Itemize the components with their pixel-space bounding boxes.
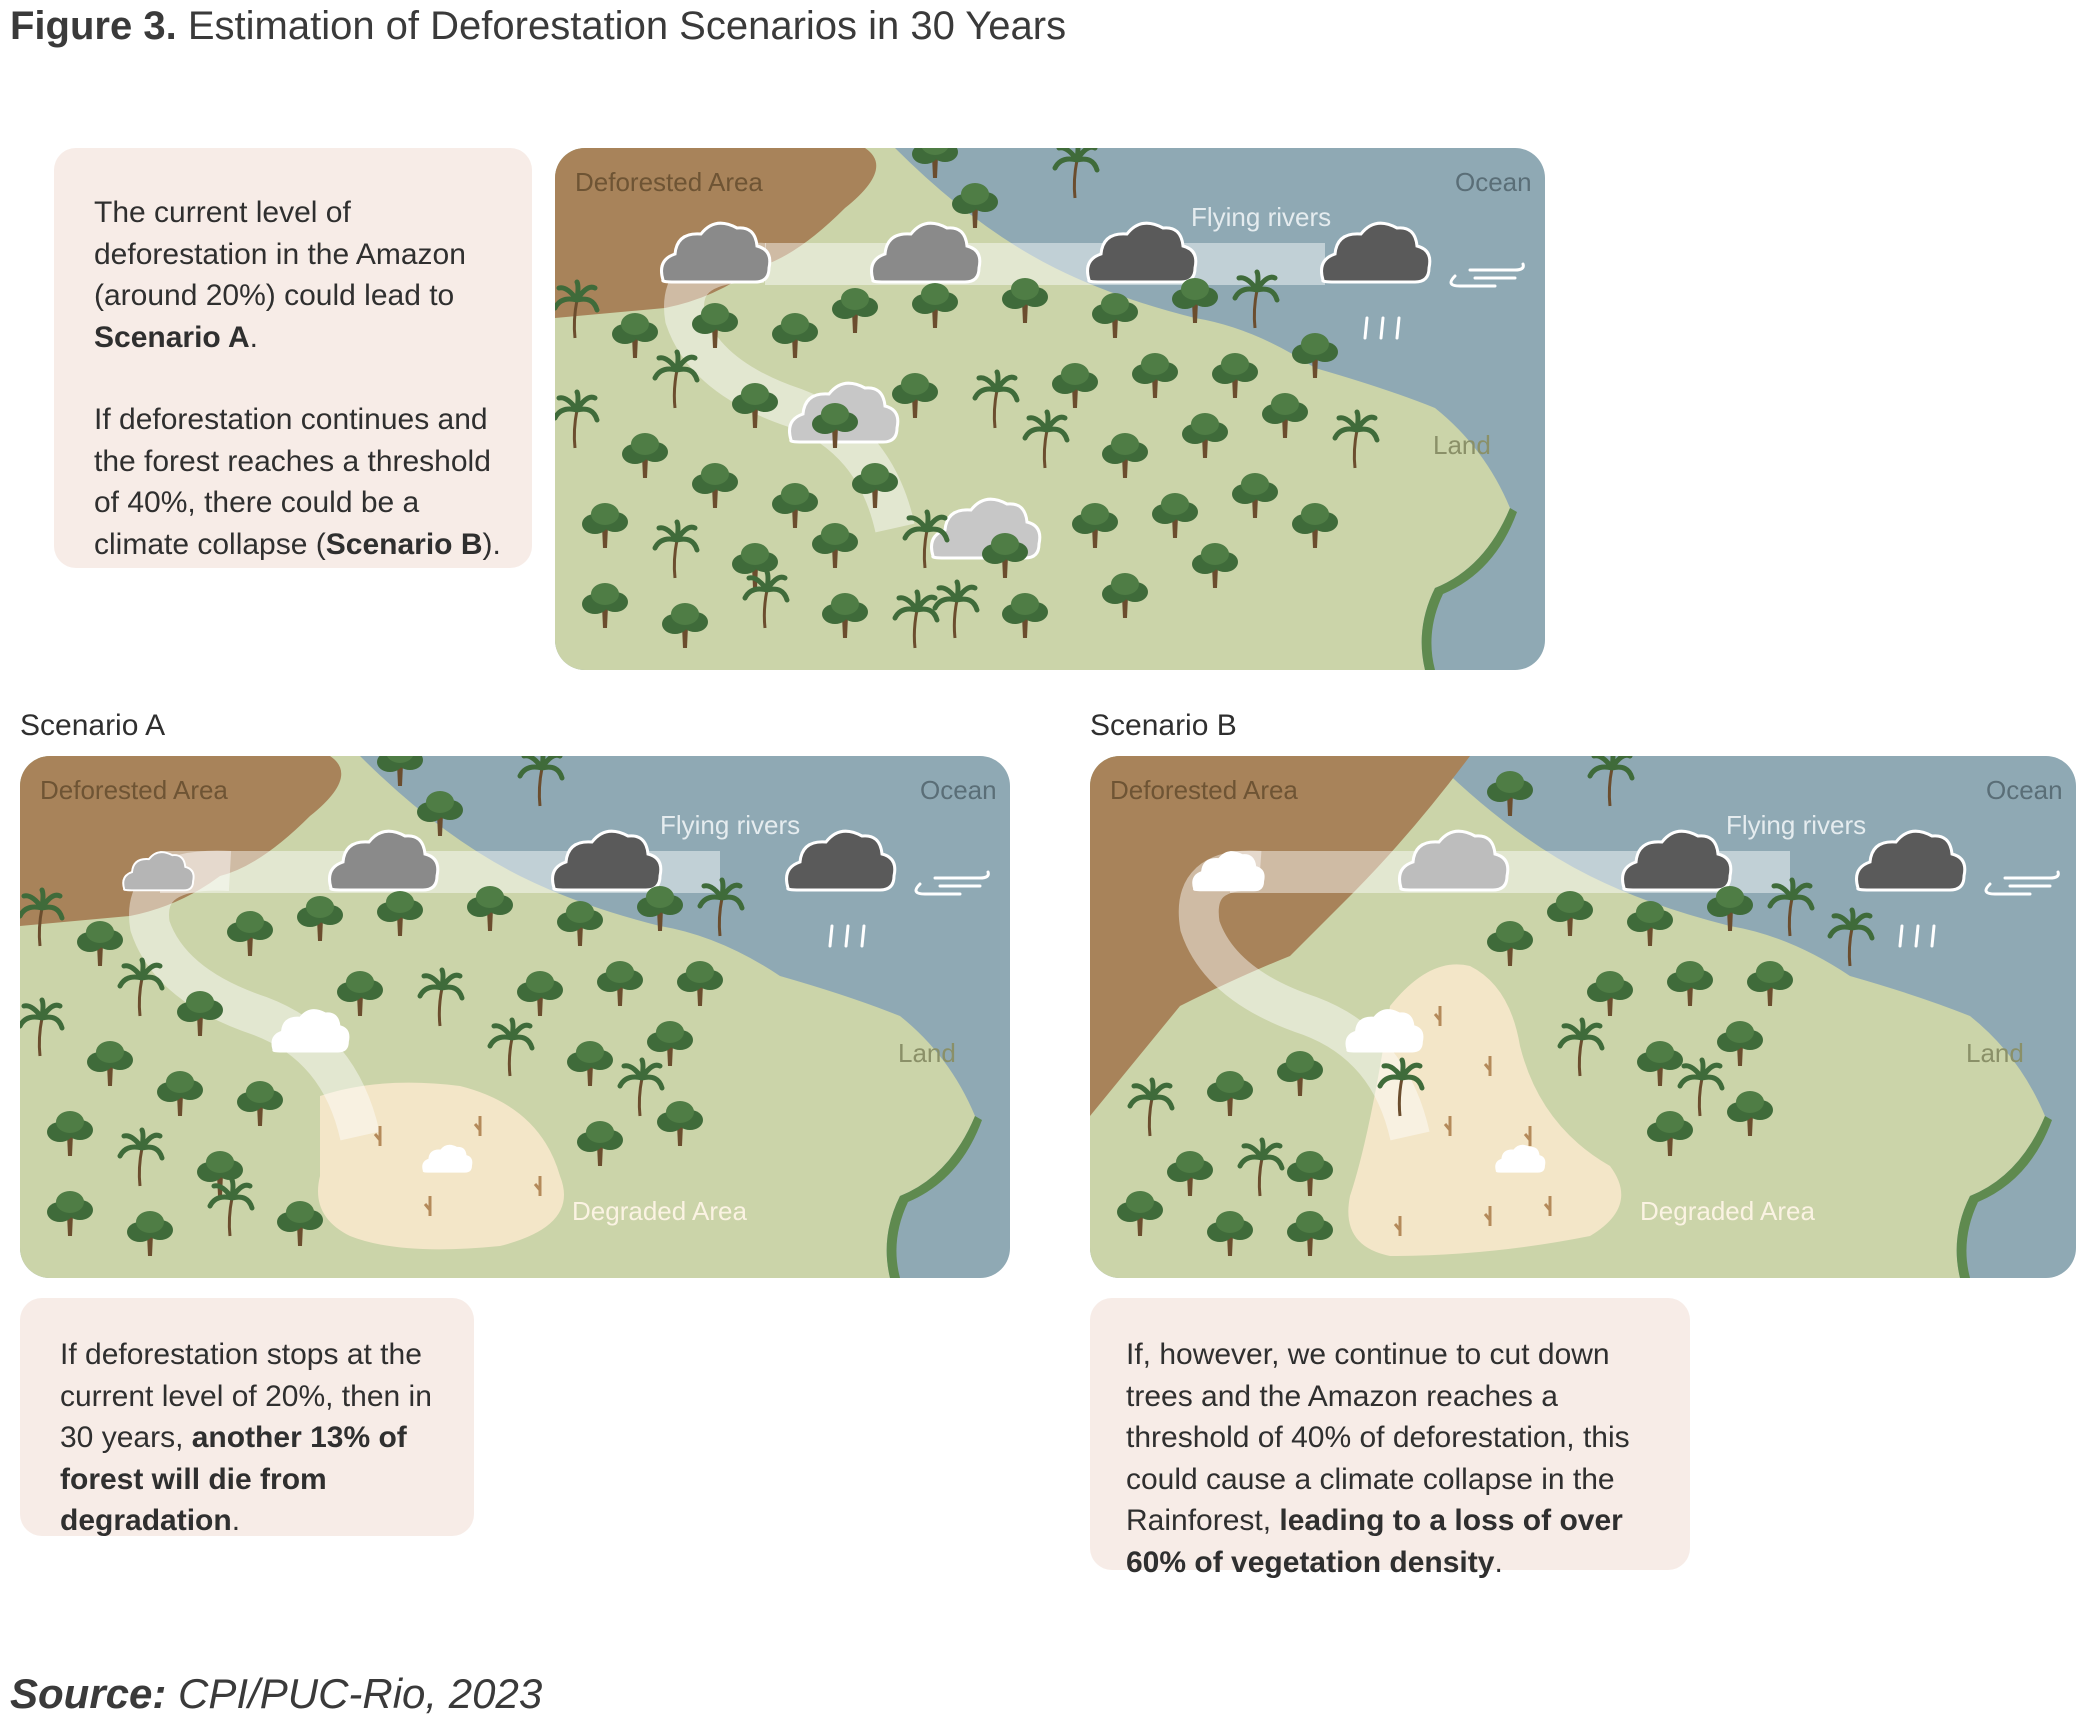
scenario-a-text: If deforestation stops at the current le… [60, 1338, 432, 1537]
scenario-a-map: Deforested Area Ocean Flying rivers Land… [20, 756, 1010, 1278]
scenario-b-label-degraded: Degraded Area [1640, 1196, 1815, 1226]
scenario-a-label-land: Land [898, 1038, 956, 1068]
scenario-b-map: Deforested Area Ocean Flying rivers Land… [1090, 756, 2076, 1278]
scenario-a-label-degraded: Degraded Area [572, 1196, 747, 1226]
source-text: CPI/PUC-Rio, 2023 [178, 1670, 543, 1717]
map-label-ocean: Ocean [1455, 167, 1532, 197]
figure-label: Figure 3. [10, 4, 177, 48]
scenario-b-label: Scenario B [1090, 709, 1237, 742]
scenario-b-label-land: Land [1966, 1038, 2024, 1068]
scenario-a-note: If deforestation stops at the current le… [20, 1298, 474, 1537]
scenario-b-map-svg: Deforested Area Ocean Flying rivers Land… [1090, 756, 2076, 1278]
intro-paragraph-2: If deforestation continues and the fores… [94, 403, 501, 561]
current-map-svg: Deforested Area Ocean Flying rivers Land [555, 148, 1545, 670]
map-label-flying-rivers: Flying rivers [1191, 202, 1331, 232]
scenario-b-label-ocean: Ocean [1986, 775, 2063, 805]
scenario-a-map-svg: Deforested Area Ocean Flying rivers Land… [20, 756, 1010, 1278]
scenario-a-label-flying-rivers: Flying rivers [660, 810, 800, 840]
scenario-b-label-flying-rivers: Flying rivers [1726, 810, 1866, 840]
current-map: Deforested Area Ocean Flying rivers Land [555, 148, 1545, 670]
map-label-land: Land [1433, 430, 1491, 460]
scenario-b-note: If, however, we continue to cut down tre… [1090, 1298, 1690, 1579]
scenario-b-label-deforested: Deforested Area [1110, 775, 1298, 805]
source-label: Source: [10, 1670, 167, 1717]
figure-title: Figure 3. Estimation of Deforestation Sc… [10, 0, 1066, 52]
intro-note: The current level of deforestation in th… [54, 148, 532, 568]
source-line: Source: CPI/PUC-Rio, 2023 [10, 1668, 542, 1720]
scenario-a-label-ocean: Ocean [920, 775, 997, 805]
map-label-deforested: Deforested Area [575, 167, 763, 197]
scenario-a-label: Scenario A [20, 709, 166, 742]
scenario-b-text: If, however, we continue to cut down tre… [1126, 1338, 1630, 1579]
figure-title-text: Estimation of Deforestation Scenarios in… [187, 4, 1067, 48]
intro-paragraph-1: The current level of deforestation in th… [94, 196, 466, 354]
scenario-a-label-deforested: Deforested Area [40, 775, 228, 805]
